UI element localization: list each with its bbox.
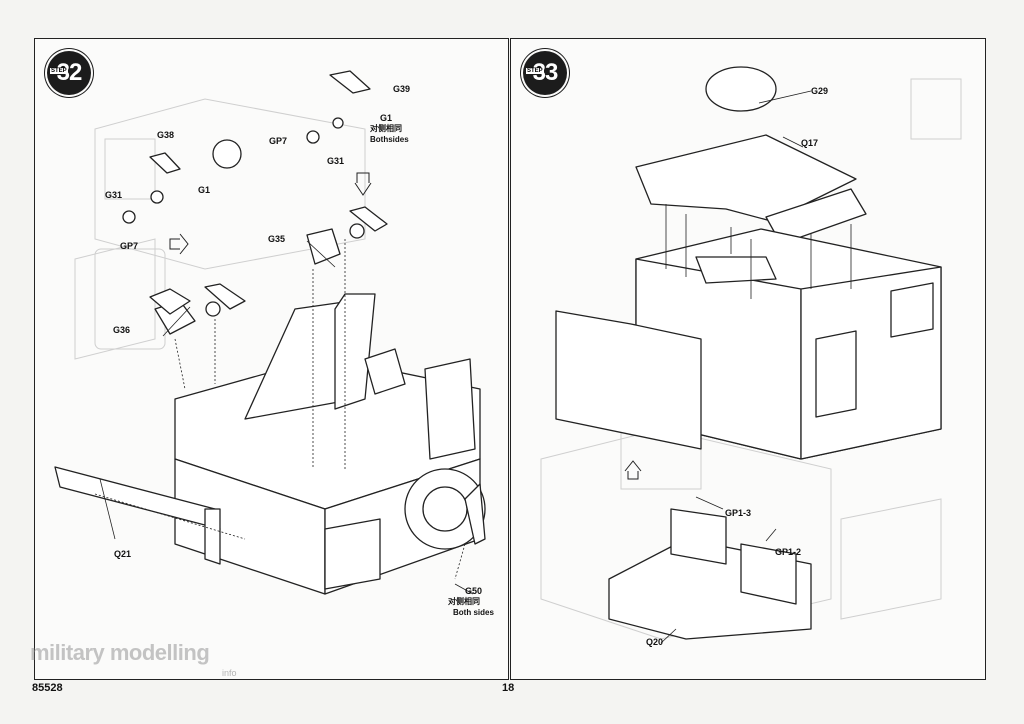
- callout-g50: G50: [465, 586, 483, 596]
- callout-gp1-3: GP1-3: [725, 508, 752, 518]
- callout-g31-left: G31: [105, 190, 123, 200]
- callout-g35: G35: [268, 234, 286, 244]
- callout-g1-top-en: Bothsides: [370, 135, 409, 144]
- callout-g50-cn: 对侧相同: [448, 597, 480, 606]
- page-number: 18: [502, 682, 515, 694]
- callout-gp1-2: GP1-2: [775, 547, 802, 557]
- watermark-sub: info: [222, 668, 237, 678]
- step-33-badge: 33 STEP: [523, 51, 567, 95]
- watermark: military modelling: [30, 640, 210, 665]
- callout-g36: G36: [113, 325, 131, 335]
- callout-q20: Q20: [646, 637, 664, 647]
- step-label: STEP: [50, 68, 68, 74]
- callout-gp7-left: GP7: [120, 241, 139, 251]
- callout-gp7-top: GP7: [269, 136, 288, 146]
- callout-g1-top-cn: 对侧相同: [370, 124, 402, 133]
- step-label: STEP: [526, 68, 544, 74]
- kit-number: 85528: [32, 682, 63, 694]
- step-32-panel: 32 STEP G39 G1 对侧相同 Bothsides GP7 G31 G3…: [34, 38, 509, 680]
- callout-g38: G38: [157, 130, 175, 140]
- step-32-badge: 32 STEP: [47, 51, 91, 95]
- callout-g1-left: G1: [198, 185, 211, 195]
- step-33-panel: 33 STEP G29 Q17 GP1-3 GP1-2 Q20: [510, 38, 986, 680]
- callout-g31-top: G31: [327, 156, 345, 166]
- callout-q17: Q17: [801, 138, 819, 148]
- callout-g29: G29: [811, 86, 829, 96]
- callout-q21: Q21: [114, 549, 132, 559]
- callout-g50-en: Both sides: [453, 608, 494, 617]
- callout-g39: G39: [393, 84, 411, 94]
- step-32-drawing: [54, 70, 486, 595]
- step-33-drawing: [540, 66, 962, 644]
- callout-g1-top: G1: [380, 113, 393, 123]
